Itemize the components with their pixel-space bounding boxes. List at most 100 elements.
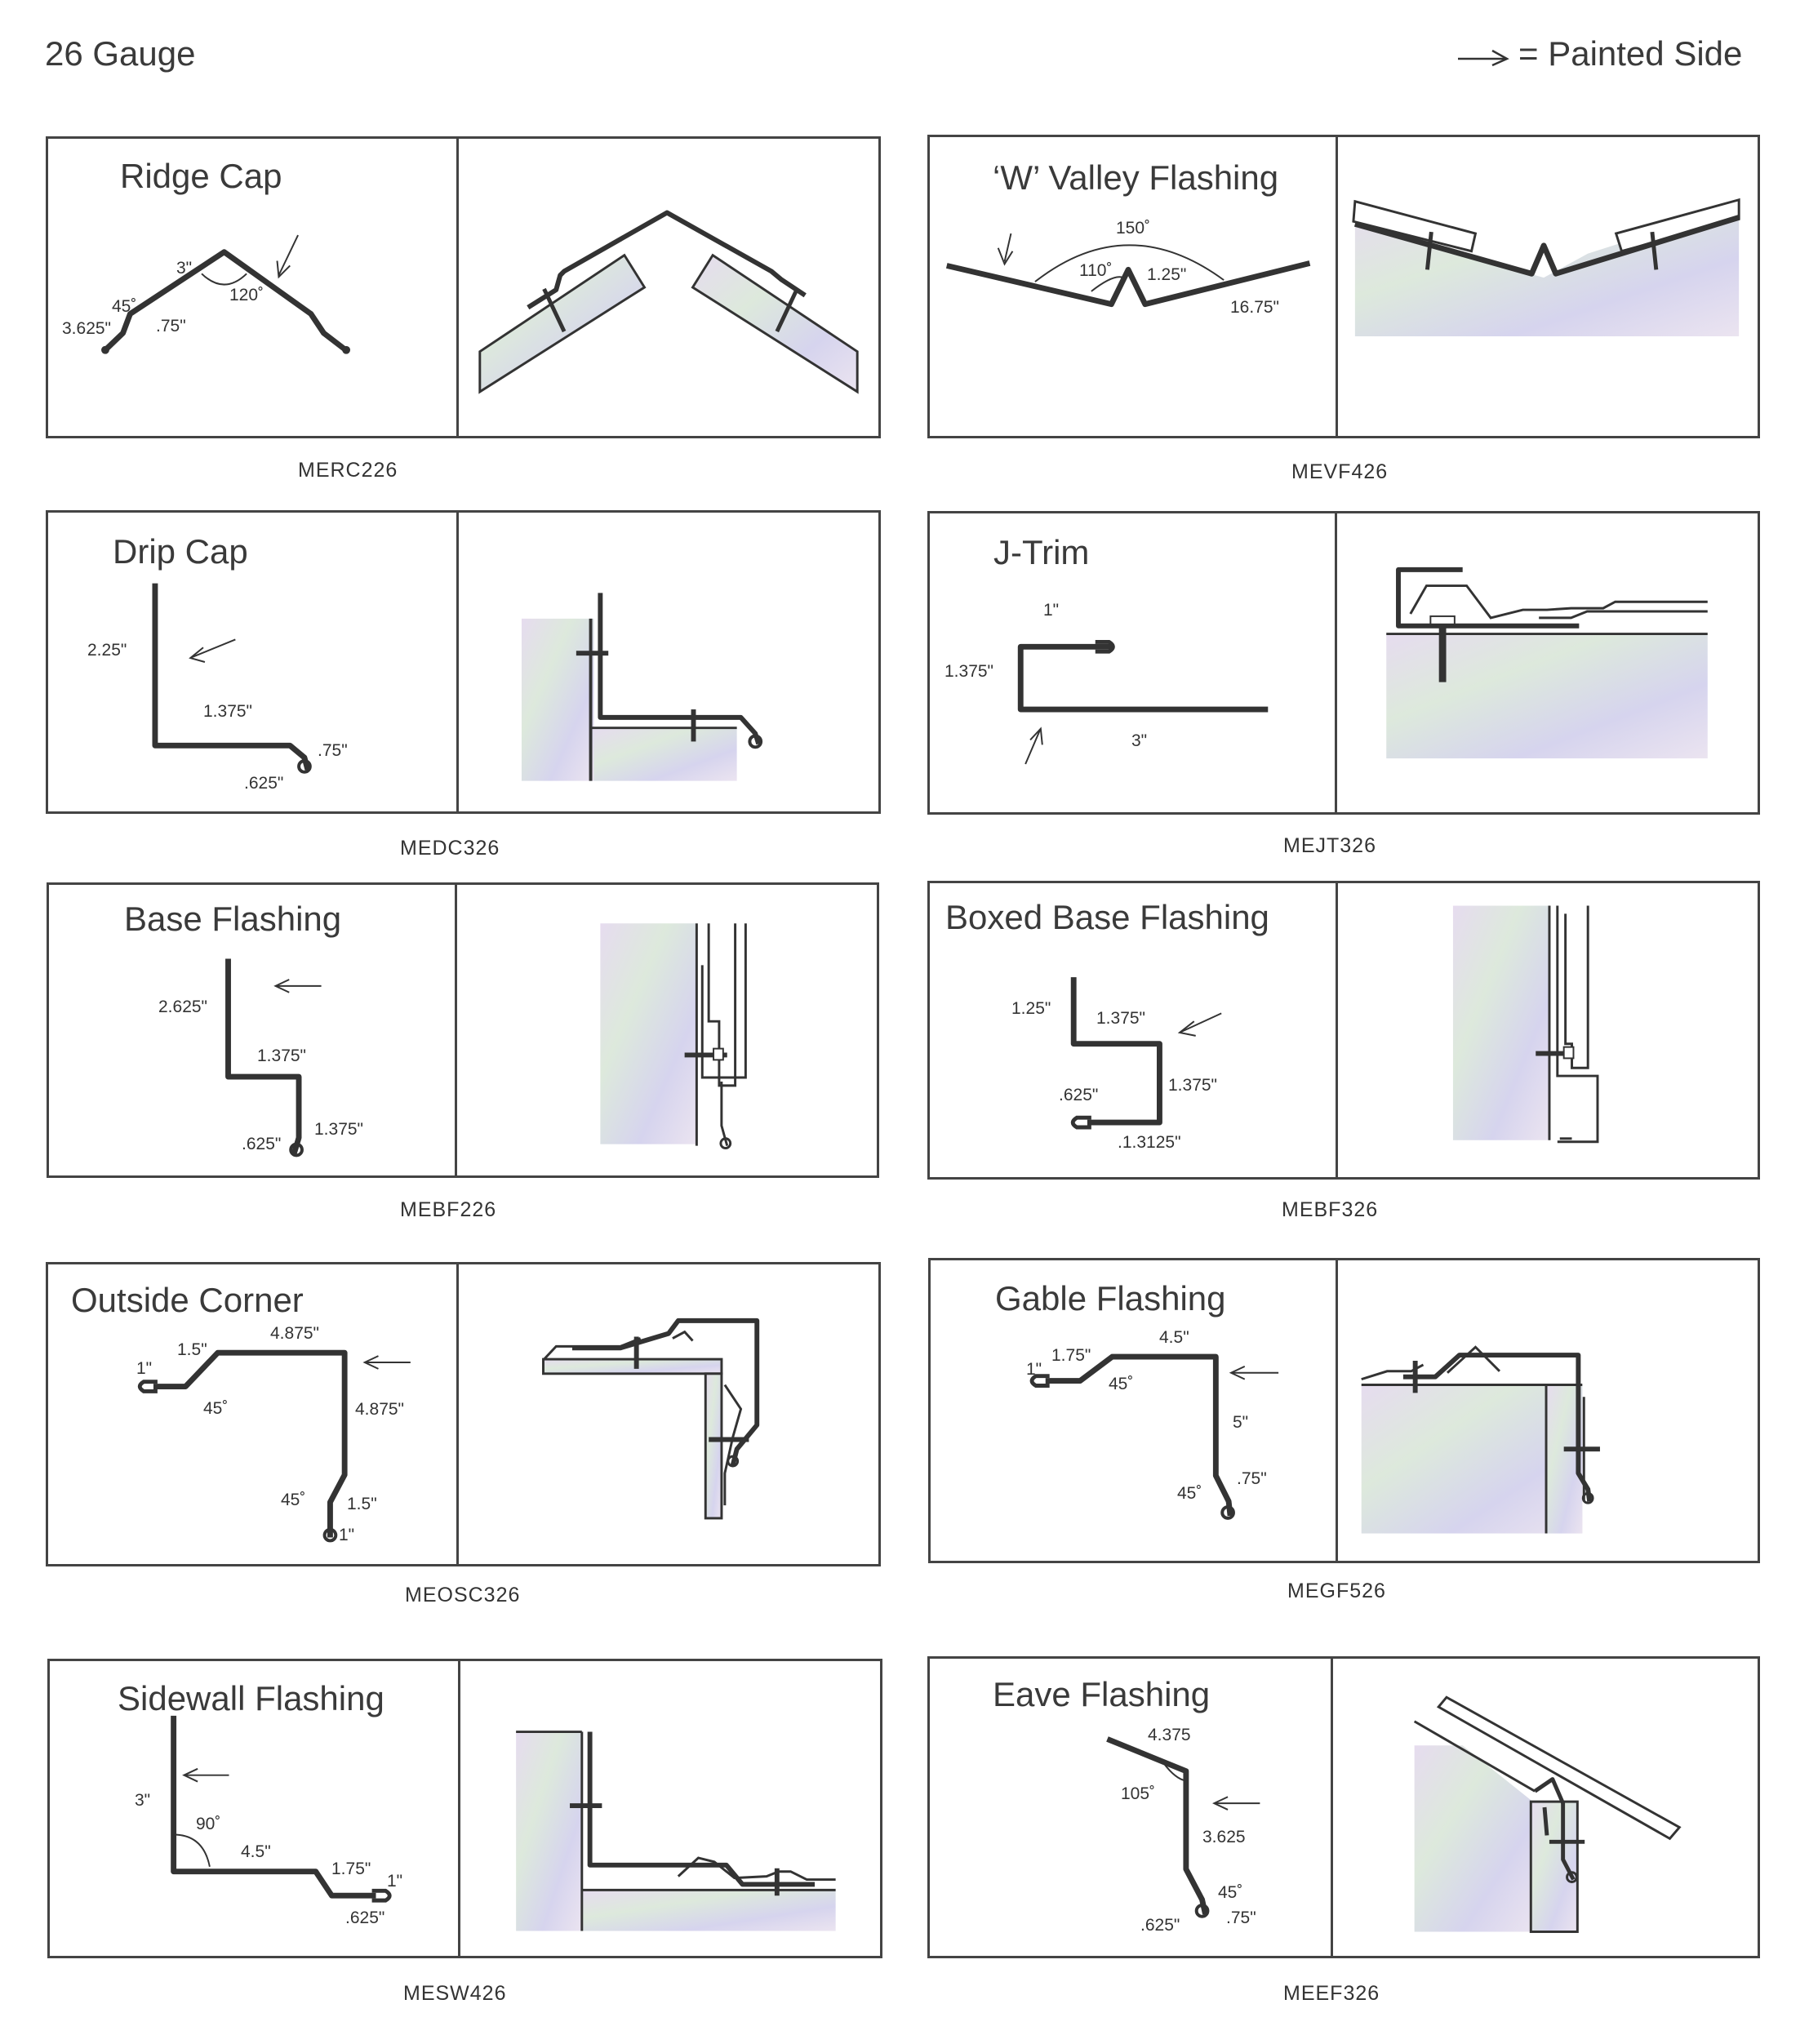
base-flashing-profile-panel: Base Flashing 2.625" 1.375" 1.375" .625" bbox=[47, 882, 459, 1178]
dimension-label: .75" bbox=[1226, 1908, 1256, 1927]
dimension-label: 4.875" bbox=[355, 1400, 405, 1419]
dimension-label: 1.375" bbox=[1096, 1009, 1146, 1028]
outside-corner-install-diagram bbox=[542, 1317, 760, 1520]
gable-flashing-profile-panel: Gable Flashing 4.5" 1.75" 1" 45˚ 5" 45˚ … bbox=[928, 1258, 1338, 1563]
drip-cap-profile-diagram bbox=[152, 583, 312, 774]
dimension-label: 2.25" bbox=[87, 641, 127, 660]
angle-label: 110˚ bbox=[1079, 261, 1113, 280]
ridge-cap-install-panel bbox=[456, 136, 881, 438]
angle-label: 45˚ bbox=[203, 1399, 229, 1418]
dimension-label: 3" bbox=[135, 1791, 151, 1810]
eave-flashing-profile-panel: Eave Flashing 4.375 105˚ 3.625 45˚ .75" … bbox=[927, 1656, 1334, 1958]
eave-flashing-profile-diagram bbox=[1106, 1736, 1260, 1918]
j-trim-install-diagram bbox=[1386, 567, 1708, 759]
gable-flashing-install-diagram bbox=[1361, 1345, 1600, 1534]
boxed-base-profile-panel: Boxed Base Flashing 1.25" 1.375" 1.375" … bbox=[927, 881, 1338, 1180]
dimension-label: .75" bbox=[318, 741, 348, 760]
j-trim-profile-diagram bbox=[1017, 639, 1269, 765]
painted-side-legend: = Painted Side bbox=[1518, 34, 1743, 73]
angle-label: 150˚ bbox=[1116, 219, 1151, 238]
j-trim-profile-panel: J-Trim 1" 1.375" 3" bbox=[927, 511, 1337, 815]
drip-cap-install-diagram bbox=[521, 593, 763, 781]
part-code: MEEF326 bbox=[1283, 1982, 1380, 2005]
ridge-cap-profile-diagram bbox=[101, 234, 351, 354]
dimension-label: .625" bbox=[345, 1908, 385, 1927]
dimension-label: 3" bbox=[176, 259, 193, 278]
angle-label: 120˚ bbox=[229, 286, 264, 304]
drip-cap-install-panel bbox=[456, 510, 881, 814]
w-valley-profile-panel: ‘W’ Valley Flashing 150˚ 110˚ 1.25" 16.7… bbox=[927, 135, 1338, 438]
dimension-label: 1.375" bbox=[257, 1046, 307, 1065]
part-code: MEVF426 bbox=[1291, 460, 1389, 483]
dimension-label: 4.375 bbox=[1148, 1726, 1191, 1744]
sidewall-flashing-title: Sidewall Flashing bbox=[118, 1679, 384, 1717]
eave-flashing-install-diagram bbox=[1413, 1695, 1682, 1933]
eave-flashing-install-panel bbox=[1331, 1656, 1760, 1958]
dimension-label: 3.625 bbox=[1202, 1828, 1246, 1846]
sidewall-flashing-profile-diagram bbox=[171, 1715, 392, 1903]
boxed-base-title: Boxed Base Flashing bbox=[945, 898, 1269, 936]
w-valley-install-diagram bbox=[1352, 198, 1740, 336]
dimension-label: 2.625" bbox=[158, 998, 208, 1016]
ridge-cap-profile-panel: Ridge Cap 3" 45˚ 3.625" .75" 120˚ bbox=[46, 136, 459, 438]
gable-flashing-install-panel bbox=[1336, 1258, 1760, 1563]
dimension-label: 1" bbox=[1043, 601, 1060, 620]
outside-corner-profile-panel: Outside Corner 1.5" 4.875" 1" 45˚ 4.875"… bbox=[46, 1262, 459, 1566]
dimension-label: 1.375" bbox=[203, 702, 253, 721]
eave-flashing-title: Eave Flashing bbox=[993, 1675, 1211, 1713]
outside-corner-title: Outside Corner bbox=[71, 1281, 304, 1319]
dimension-label: 4.5" bbox=[1159, 1328, 1189, 1347]
dimension-label: 1.75" bbox=[1051, 1346, 1091, 1365]
dimension-label: 3.625" bbox=[62, 319, 112, 338]
dimension-label: 1.75" bbox=[331, 1860, 371, 1878]
gauge-title: 26 Gauge bbox=[45, 34, 196, 73]
dimension-label: 1.25" bbox=[1011, 999, 1051, 1018]
part-code: MEBF226 bbox=[400, 1198, 497, 1221]
sidewall-flashing-install-diagram bbox=[516, 1731, 836, 1931]
dimension-label: 1" bbox=[387, 1872, 403, 1891]
dimension-label: 1.375" bbox=[945, 662, 994, 681]
w-valley-profile-diagram bbox=[945, 233, 1311, 308]
gable-flashing-profile-diagram bbox=[1029, 1353, 1279, 1520]
base-flashing-install-panel bbox=[455, 882, 879, 1178]
w-valley-install-panel bbox=[1336, 135, 1760, 438]
gable-flashing-title: Gable Flashing bbox=[995, 1279, 1226, 1317]
dimension-label: .625" bbox=[1059, 1086, 1099, 1104]
dimension-label: 1.375" bbox=[1168, 1076, 1218, 1095]
outside-corner-install-panel bbox=[456, 1262, 881, 1566]
dimension-label: .625" bbox=[244, 774, 284, 793]
base-flashing-profile-diagram bbox=[225, 958, 322, 1158]
dimension-label: 1" bbox=[136, 1359, 153, 1378]
part-code: MESW426 bbox=[403, 1982, 507, 2005]
base-flashing-install-diagram bbox=[600, 923, 747, 1150]
angle-label: 90˚ bbox=[196, 1815, 221, 1833]
angle-label: 45˚ bbox=[112, 297, 137, 316]
j-trim-install-panel bbox=[1335, 511, 1760, 815]
dimension-label: 5" bbox=[1233, 1413, 1249, 1432]
dimension-label: 1.25" bbox=[1147, 265, 1187, 284]
dimension-label: 16.75" bbox=[1230, 298, 1280, 317]
dimension-label: .625" bbox=[242, 1135, 282, 1153]
w-valley-title: ‘W’ Valley Flashing bbox=[993, 158, 1279, 197]
sidewall-flashing-install-panel bbox=[458, 1659, 882, 1958]
outside-corner-profile-diagram bbox=[137, 1349, 411, 1543]
dimension-label: .75" bbox=[156, 317, 186, 335]
dimension-label: .625" bbox=[1140, 1916, 1180, 1935]
sidewall-flashing-profile-panel: Sidewall Flashing 3" 90˚ 4.5" 1.75" 1" .… bbox=[47, 1659, 460, 1958]
boxed-base-install-diagram bbox=[1452, 905, 1599, 1144]
dimension-label: 4.875" bbox=[270, 1324, 320, 1343]
dimension-label: 4.5" bbox=[241, 1842, 271, 1861]
boxed-base-install-panel bbox=[1336, 881, 1760, 1180]
ridge-cap-title: Ridge Cap bbox=[120, 157, 282, 195]
drip-cap-title: Drip Cap bbox=[113, 532, 248, 571]
angle-label: 45˚ bbox=[1177, 1484, 1202, 1503]
angle-label: 45˚ bbox=[281, 1491, 306, 1509]
dimension-label: 1.375" bbox=[314, 1120, 364, 1139]
dimension-label: 1" bbox=[339, 1526, 355, 1544]
angle-label: 105˚ bbox=[1121, 1784, 1156, 1803]
base-flashing-title: Base Flashing bbox=[124, 900, 342, 938]
drip-cap-profile-panel: Drip Cap 2.25" 1.375" .75" .625" bbox=[46, 510, 459, 814]
j-trim-title: J-Trim bbox=[993, 533, 1090, 571]
part-code: MEGF526 bbox=[1287, 1580, 1386, 1602]
dimension-label: 1" bbox=[1026, 1360, 1042, 1379]
